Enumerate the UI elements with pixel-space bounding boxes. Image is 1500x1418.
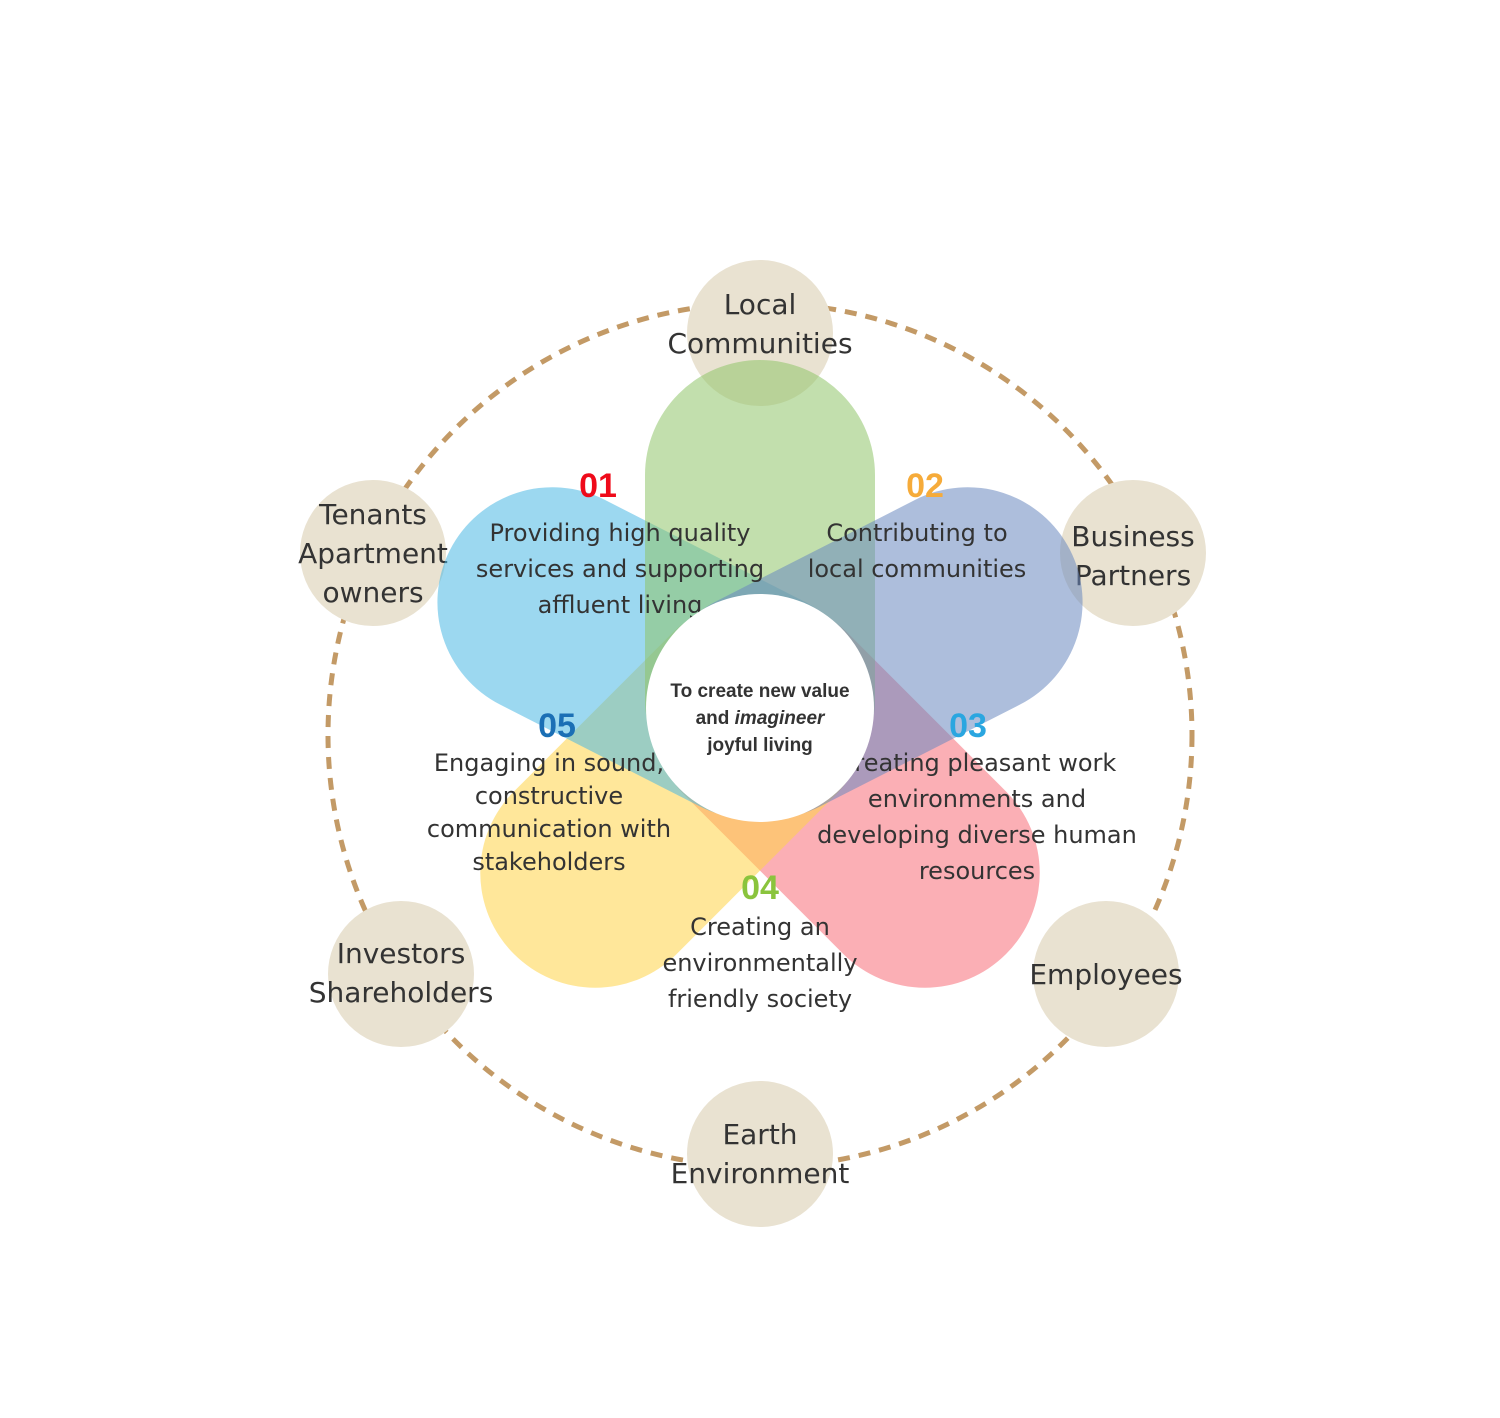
petal-number: 04 [741, 869, 779, 907]
stakeholder-label: Investors [337, 937, 466, 970]
center-circle [646, 594, 874, 822]
stakeholder-label: Tenants [318, 498, 427, 531]
petal-text-line: constructive [475, 782, 623, 810]
petal-text-line: Engaging in sound, [434, 749, 664, 777]
petal-number: 05 [538, 707, 576, 745]
stakeholder-label: Earth [722, 1118, 797, 1151]
petal-text-line: local communities [808, 555, 1027, 583]
stakeholder-label: Apartment [298, 537, 448, 570]
stakeholder-label: Partners [1075, 559, 1191, 592]
stakeholder-label: Local [724, 288, 797, 321]
center-line-2: and imagineer [696, 708, 826, 729]
petal-number: 01 [579, 467, 617, 505]
petal-text-line: Creating an [690, 913, 830, 941]
petal-number: 03 [949, 707, 987, 745]
stakeholder-nodes: LocalCommunitiesBusinessPartnersEmployee… [298, 260, 1206, 1227]
stakeholder-label: Employees [1029, 958, 1182, 991]
petal-text-line: services and supporting [476, 555, 764, 583]
petal-text-line: Creating pleasant work [838, 749, 1117, 777]
stakeholder-circle [687, 1081, 833, 1227]
stakeholder-label: Shareholders [309, 976, 494, 1009]
center-line-1: To create new value [670, 681, 849, 702]
petal-text-line: stakeholders [472, 848, 625, 876]
petal-text-line: developing diverse human [817, 821, 1137, 849]
stakeholder-label: Environment [671, 1157, 850, 1190]
stakeholder-label: Communities [667, 327, 852, 360]
petal-number: 02 [906, 467, 944, 505]
center-line-3: joyful living [706, 735, 813, 756]
stakeholder-circle [1060, 480, 1206, 626]
stakeholder-label: Business [1071, 520, 1194, 553]
petal-text-line: Providing high quality [490, 519, 751, 547]
petal-text-line: resources [919, 857, 1035, 885]
petal-text-line: communication with [427, 815, 671, 843]
center-line-2-prefix: and [696, 708, 735, 729]
petal-text-line: friendly society [668, 985, 852, 1013]
stakeholder-circle [300, 480, 446, 626]
center-line-2-emphasis: imagineer [735, 708, 826, 729]
stakeholder-label: owners [322, 576, 423, 609]
petal-text-line: affluent living [538, 591, 703, 619]
stakeholder-circle [1033, 901, 1179, 1047]
stakeholder-circle [328, 901, 474, 1047]
center-statement: To create new value and imagineer joyful… [646, 594, 874, 822]
petal-text-line: environmentally [662, 949, 857, 977]
petal-text-line: environments and [868, 785, 1086, 813]
petal-text-line: Contributing to [826, 519, 1007, 547]
stakeholder-node: Employees [1029, 901, 1183, 1047]
